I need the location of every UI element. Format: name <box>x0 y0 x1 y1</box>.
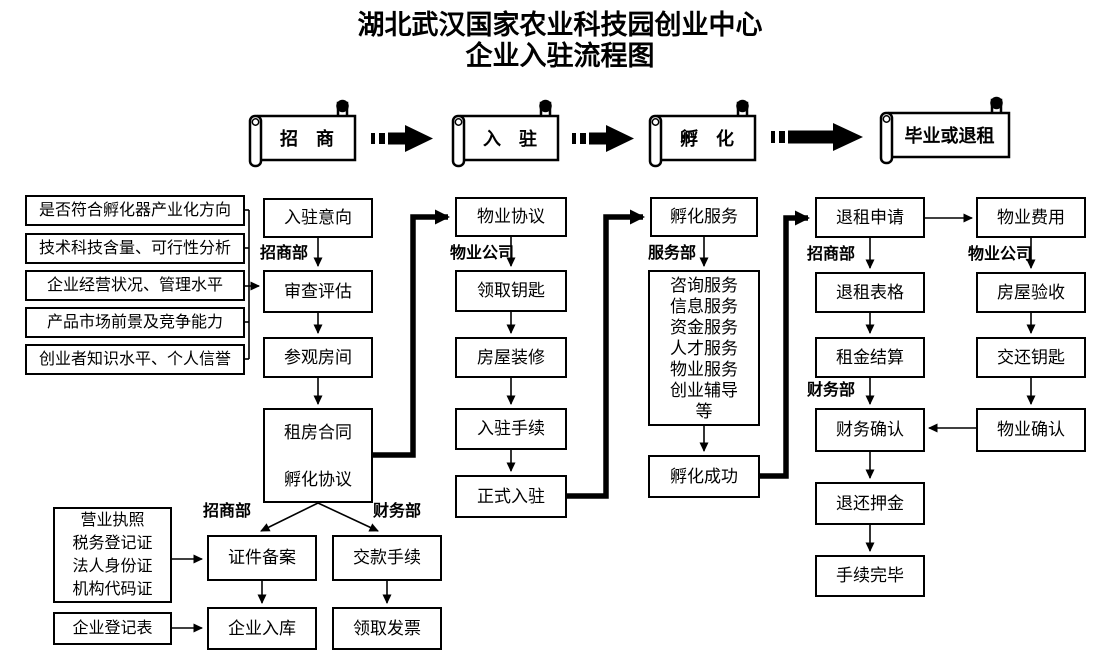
box-review-assess: 审查评估 <box>263 270 373 313</box>
arrow-contract-payment <box>317 502 379 532</box>
page-title: 湖北武汉国家农业科技园创业中心 企业入驻流程图 <box>0 10 1120 72</box>
box-enterprise-warehouse: 企业入库 <box>207 607 317 650</box>
box-finance-confirm: 财务确认 <box>815 408 925 452</box>
box-property-confirm: 物业确认 <box>976 408 1086 452</box>
dept-label-wuyegongsi-1: 物业公司 <box>450 245 515 262</box>
dept-label-zhaoshangbu-1: 招商部 <box>260 245 309 262</box>
box-entry-intent: 入驻意向 <box>263 198 373 238</box>
dept-label-caiwubu-1: 财务部 <box>807 382 856 399</box>
box-termination-form: 退租表格 <box>815 272 925 313</box>
dept-label-caiwubu-2: 财务部 <box>373 503 422 520</box>
box-property-agreement: 物业协议 <box>455 197 567 237</box>
box-official-movein: 正式入驻 <box>455 475 567 518</box>
dept-label-zhaoshangbu-3: 招商部 <box>203 503 252 520</box>
scroll-shape-icon <box>648 99 757 168</box>
phase-label-biye: 毕业或退租 <box>904 126 995 146</box>
box-property-fee: 物业费用 <box>976 197 1086 238</box>
criteria-box-direction: 是否符合孵化器产业化方向 <box>25 195 245 226</box>
scroll-shape-icon <box>248 99 357 168</box>
box-lease-termination-apply: 退租申请 <box>815 197 925 238</box>
box-rent-settlement: 租金结算 <box>815 337 925 378</box>
scroll-shape-icon <box>879 96 1011 165</box>
arrow-contract-filing <box>260 502 319 532</box>
connector-contract-agreement <box>373 209 450 458</box>
box-receive-invoice: 领取发票 <box>332 607 442 650</box>
box-incubation-service: 孵化服务 <box>650 197 758 237</box>
connector-movein-service <box>567 209 645 499</box>
dept-label-fuwubu: 服务部 <box>648 245 697 262</box>
box-renovation: 房屋装修 <box>455 337 567 378</box>
box-procedures-complete: 手续完毕 <box>815 555 925 597</box>
box-enterprise-registration-form: 企业登记表 <box>53 612 172 645</box>
phase-banner-ruzhu: 入 驻 <box>450 98 560 168</box>
criteria-box-feasibility: 技术科技含量、可行性分析 <box>25 233 245 264</box>
box-return-keys: 交还钥匙 <box>976 337 1086 378</box>
phase-arrow-3 <box>771 121 863 158</box>
phase-banner-zhaoshang: 招 商 <box>247 98 357 168</box>
box-visit-rooms: 参观房间 <box>263 337 373 378</box>
box-get-keys: 领取钥匙 <box>455 270 567 312</box>
box-service-list: 咨询服务 信息服务 资金服务 人才服务 物业服务 创业辅导 等 <box>648 270 760 426</box>
box-document-filing: 证件备案 <box>207 535 317 581</box>
box-payment-procedures: 交款手续 <box>332 535 442 581</box>
box-house-inspection: 房屋验收 <box>976 272 1086 313</box>
phase-arrow-2 <box>572 123 634 159</box>
criteria-box-reputation: 创业者知识水平、个人信誉 <box>25 344 245 375</box>
box-license-documents: 营业执照 税务登记证 法人身份证 机构代码证 <box>53 507 172 603</box>
phase-label-zhaoshang: 招 商 <box>280 129 334 149</box>
criteria-box-management: 企业经营状况、管理水平 <box>25 270 245 301</box>
page-title-line1: 湖北武汉国家农业科技园创业中心 <box>357 10 763 40</box>
connector-success-apply <box>760 210 810 479</box>
phase-label-ruzhu: 入 驻 <box>483 129 537 149</box>
box-movein-procedures: 入驻手续 <box>455 408 567 450</box>
page-title-line2: 企业入驻流程图 <box>465 41 655 71</box>
dept-label-zhaoshangbu-2: 招商部 <box>807 246 856 263</box>
criteria-bus-connector <box>245 209 260 360</box>
phase-label-fuhua: 孵 化 <box>680 129 734 149</box>
box-lease-incubation-contract: 租房合同 孵化协议 <box>263 408 373 503</box>
phase-banner-fuhua: 孵 化 <box>647 98 757 168</box>
box-incubation-success: 孵化成功 <box>648 455 760 498</box>
phase-banner-biye: 毕业或退租 <box>878 95 1011 165</box>
scroll-shape-icon <box>451 99 560 168</box>
box-deposit-refund: 退还押金 <box>815 482 925 525</box>
criteria-box-market: 产品市场前景及竞争能力 <box>25 307 245 338</box>
dept-label-wuyegongsi-2: 物业公司 <box>968 246 1033 263</box>
phase-arrow-1 <box>371 123 433 159</box>
